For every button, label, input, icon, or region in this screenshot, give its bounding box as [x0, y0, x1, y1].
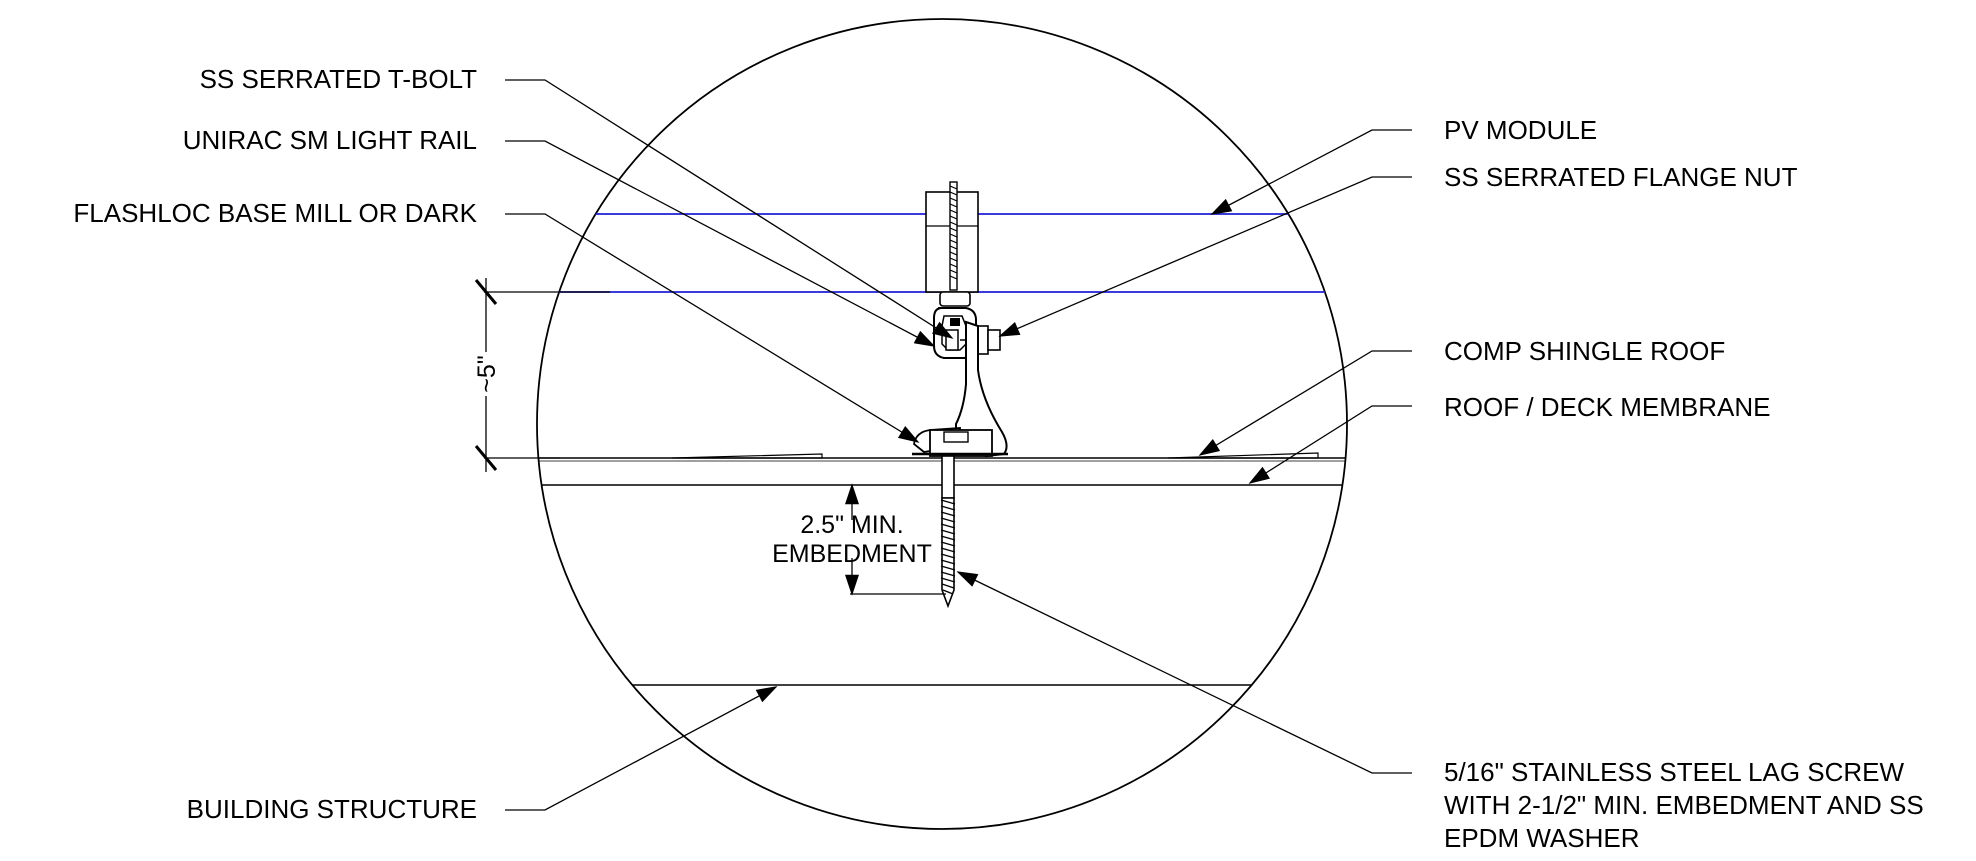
embedment-label-line1: 2.5" MIN.: [800, 511, 903, 539]
clamp-nut: [939, 291, 971, 307]
leader-comp-shingle: [1198, 350, 1412, 456]
leader-rail: [505, 140, 936, 347]
height-dimension: [474, 278, 610, 472]
shingle-right: [1167, 452, 1319, 459]
leader-flashloc: [505, 213, 920, 443]
embedment-label-line2: EMBEDMENT: [772, 540, 932, 568]
leader-lag-screw: [956, 571, 1412, 774]
leader-roof-membrane: [1248, 405, 1412, 484]
detail-circle: [536, 18, 1348, 830]
label-ss-serrated-flange-nut: SS SERRATED FLANGE NUT: [1444, 162, 1798, 192]
lag-screw: [940, 455, 956, 609]
label-lag-screw-line3: EPDM WASHER: [1444, 823, 1640, 853]
label-comp-shingle-roof: COMP SHINGLE ROOF: [1444, 336, 1725, 366]
embedment-dimension: [845, 483, 946, 596]
label-building-structure: BUILDING STRUCTURE: [187, 794, 477, 824]
label-ss-serrated-t-bolt: SS SERRATED T-BOLT: [200, 64, 478, 94]
label-roof-deck-membrane: ROOF / DECK MEMBRANE: [1444, 392, 1770, 422]
label-pv-module: PV MODULE: [1444, 115, 1597, 145]
label-flashloc-base: FLASHLOC BASE MILL OR DARK: [73, 198, 477, 228]
flashloc-base: [912, 320, 1008, 458]
label-unirac-sm-light-rail: UNIRAC SM LIGHT RAIL: [183, 125, 477, 155]
height-dimension-label: ~5": [473, 355, 501, 392]
label-lag-screw-line2: WITH 2-1/2" MIN. EMBEDMENT AND SS: [1444, 790, 1924, 820]
leader-flange-nut: [998, 176, 1412, 337]
t-bolt: [949, 181, 958, 291]
leader-pv-module: [1210, 129, 1412, 215]
leader-t-bolt: [505, 79, 954, 339]
leader-building-structure: [505, 686, 778, 811]
shingle-left: [671, 453, 823, 459]
label-lag-screw-line1: 5/16" STAINLESS STEEL LAG SCREW: [1444, 757, 1905, 787]
